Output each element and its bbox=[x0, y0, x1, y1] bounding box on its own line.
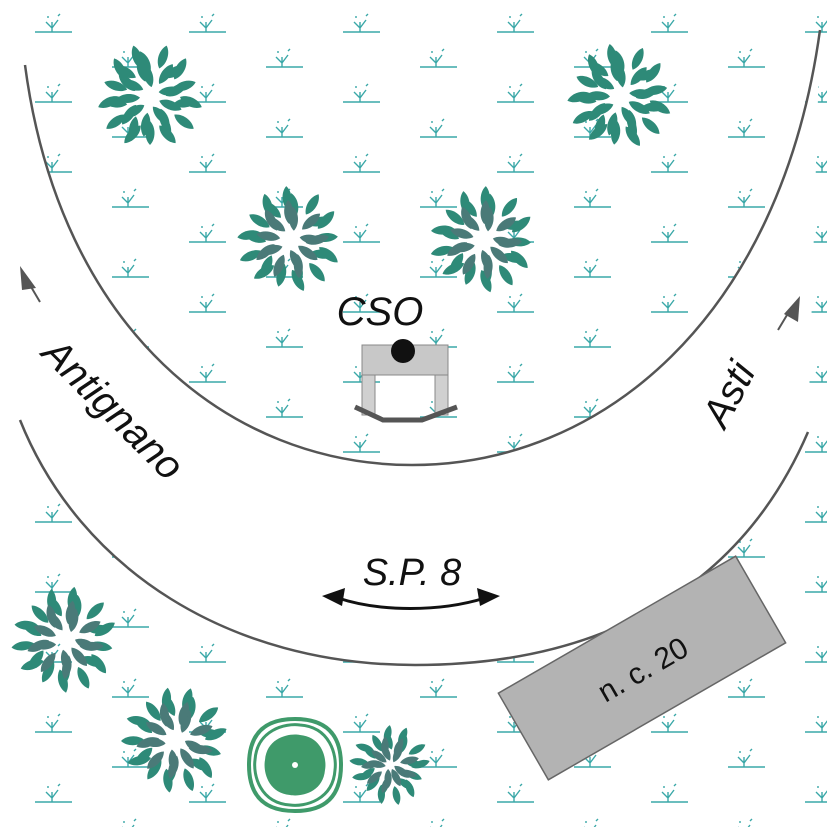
road-label: S.P. 8 bbox=[363, 552, 462, 594]
cso-structure bbox=[353, 339, 458, 423]
cso-label: CSO bbox=[337, 290, 424, 334]
road-edge-inner bbox=[23, 29, 822, 467]
round-plant bbox=[246, 716, 344, 814]
arrow-asti bbox=[777, 296, 800, 331]
arrow-antignano bbox=[20, 266, 41, 303]
road-surface bbox=[20, 30, 820, 665]
cso-point-marker bbox=[391, 339, 415, 363]
road-double-arrow bbox=[322, 588, 500, 610]
building-nc20: n. c. 20 bbox=[497, 555, 787, 781]
road-edge-outer bbox=[18, 419, 810, 667]
